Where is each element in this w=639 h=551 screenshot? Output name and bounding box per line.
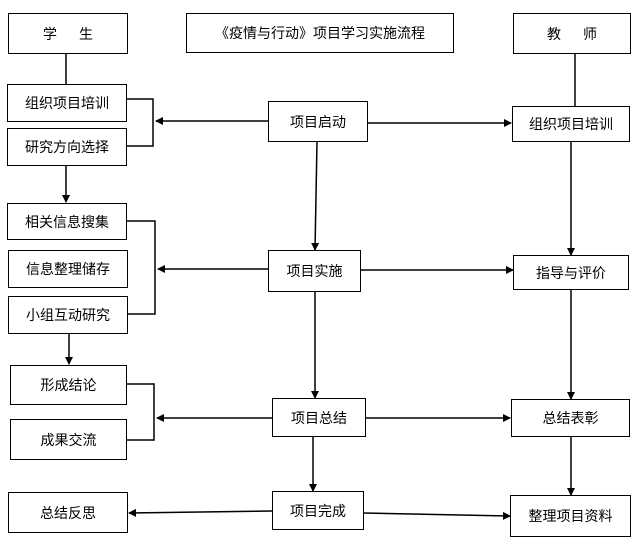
student-conclude-box: 形成结论 <box>10 365 127 405</box>
teacher-header: 教师 <box>513 13 631 54</box>
student-organize-box: 信息整理储存 <box>8 250 128 288</box>
center-complete-box: 项目完成 <box>272 491 364 530</box>
center-summary-box: 项目总结 <box>272 398 366 437</box>
title-box: 《疫情与行动》项目学习实施流程 <box>186 13 454 53</box>
student-collect-box: 相关信息搜集 <box>7 203 127 240</box>
teacher-train-box: 组织项目培训 <box>512 106 630 142</box>
teacher-archive-box: 整理项目资料 <box>510 495 631 537</box>
bracket-implement <box>127 220 156 315</box>
student-group-box: 小组互动研究 <box>8 296 128 334</box>
student-reflect-box: 总结反思 <box>8 492 128 533</box>
bracket-summary <box>127 383 155 441</box>
student-header: 学生 <box>8 13 128 54</box>
arrow-complete-to-teacher <box>363 511 511 520</box>
bracket-start <box>127 98 154 147</box>
student-train-box: 组织项目培训 <box>7 84 127 122</box>
center-implement-box: 项目实施 <box>268 250 361 292</box>
teacher-commend-box: 总结表彰 <box>511 399 630 437</box>
arrow-complete-to-student <box>128 508 273 517</box>
center-start-box: 项目启动 <box>268 101 368 142</box>
student-direction-box: 研究方向选择 <box>7 128 127 166</box>
student-exchange-box: 成果交流 <box>10 419 127 460</box>
arrow-start-to-implement <box>311 141 320 251</box>
teacher-guide-box: 指导与评价 <box>513 255 629 290</box>
